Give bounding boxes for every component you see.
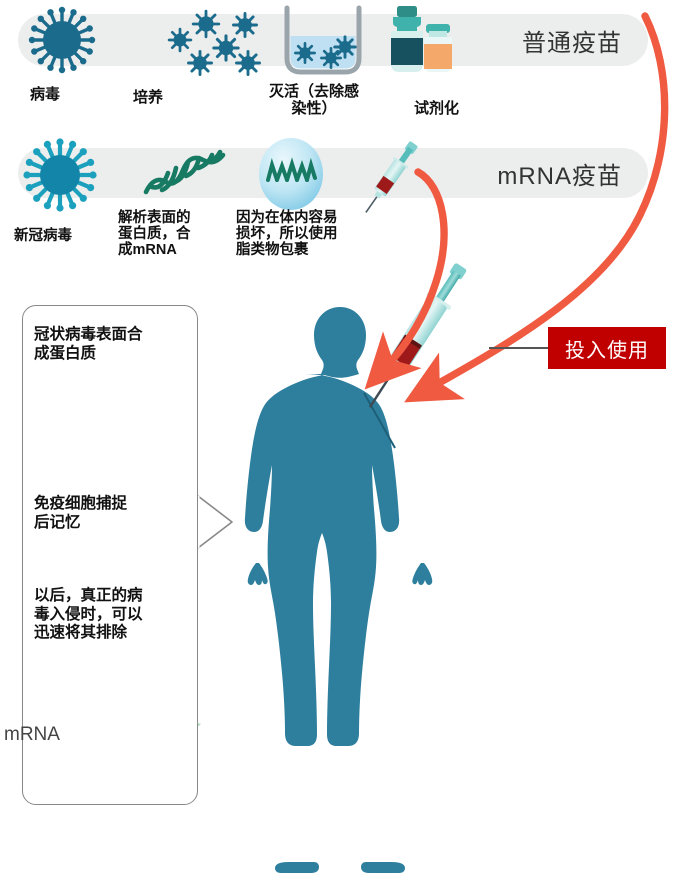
callout-leader-line [489, 347, 549, 349]
card-pointer [196, 495, 233, 549]
row-conventional-label: 普通疫苗 [522, 29, 622, 57]
card-step2-text: 免疫细胞捕捉 后记忆 [34, 495, 128, 531]
caption-rna-synthesis: 解析表面的 蛋白质，合 成mRNA [118, 210, 191, 259]
caption-virus: 病毒 [30, 86, 61, 103]
caption-culture: 培养 [133, 89, 164, 106]
callout-in-use: 投入使用 [548, 327, 666, 369]
caption-coronavirus: 新冠病毒 [14, 228, 72, 244]
syringe-icon [368, 263, 467, 408]
row-mrna-label: mRNA疫苗 [497, 162, 622, 190]
card-step1-text: 冠状病毒表面合 成蛋白质 [34, 326, 143, 362]
card-step3-text: 以后，真正的病 毒入侵时，可以 迅速将其排除 [34, 587, 143, 642]
caption-formulation: 试剂化 [414, 100, 460, 117]
red-arrow-mrna [364, 168, 448, 390]
human-body-silhouette [244, 307, 433, 873]
row-mrna-pill: mRNA疫苗 [18, 148, 648, 198]
callout-in-use-label: 投入使用 [565, 339, 649, 362]
shoulder-crease [363, 392, 396, 449]
caption-lipid-wrap: 因为在体内容易 损坏，所以使用 脂类物包裹 [236, 210, 338, 259]
row-conventional-pill: 普通疫苗 [18, 14, 648, 66]
caption-inactivation: 灭活（去除感 染性） [268, 83, 359, 117]
mrna-cell-label: mRNA [4, 724, 60, 745]
immunity-info-card [22, 305, 198, 805]
